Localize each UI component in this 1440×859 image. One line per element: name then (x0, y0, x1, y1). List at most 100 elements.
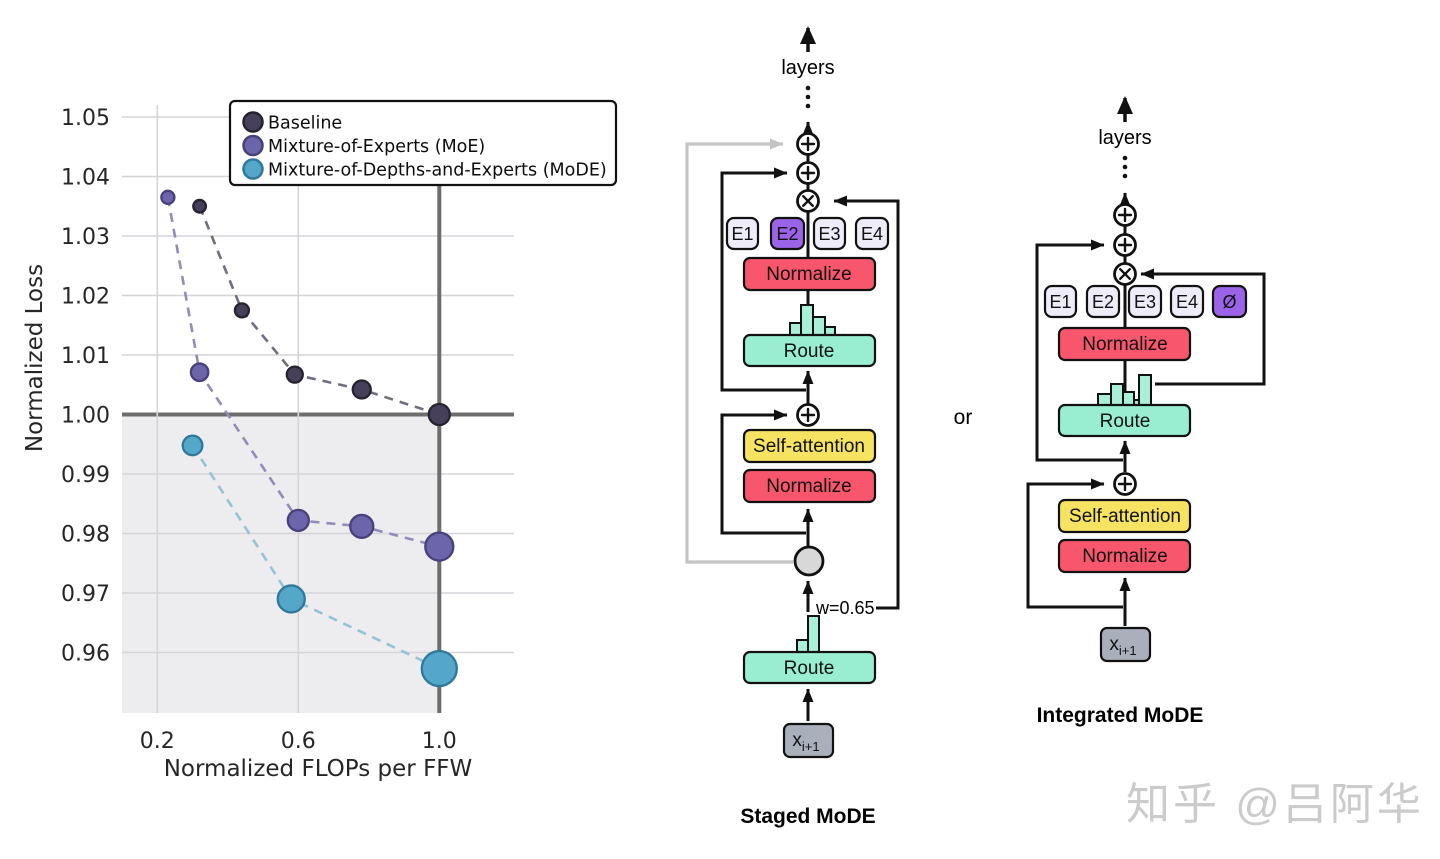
expert-box-e2 (769, 216, 806, 251)
route-label: Route (784, 658, 835, 679)
data-point (181, 434, 204, 457)
x-tick-label: 1.0 (422, 729, 457, 754)
legend-marker (242, 111, 264, 133)
data-point (233, 302, 251, 319)
expert-label: E4 (861, 224, 883, 244)
staged-caption: Staged MoDE (740, 805, 875, 828)
data-point (427, 402, 451, 427)
staged-mode-diagram: layers E1 E2 E3 E4 Normalize (685, 26, 900, 828)
y-tick-label: 0.97 (61, 582, 110, 607)
y-tick-label: 1.00 (61, 404, 110, 429)
expert-label: E2 (776, 224, 798, 244)
input-token-box (1099, 626, 1152, 663)
data-point (420, 649, 458, 688)
x-tick-label: 0.2 (140, 729, 175, 754)
self-attention-label: Self-attention (753, 436, 865, 457)
route-histogram-bar (1138, 374, 1152, 407)
data-point (349, 513, 375, 540)
add-node-top (796, 132, 820, 156)
input-token-label: xi+1 (792, 730, 819, 754)
normalize-box-bottom (1057, 538, 1192, 574)
expert-label: E1 (1049, 292, 1071, 312)
ellipsis-dot (1122, 155, 1128, 161)
add-node-residual (796, 161, 820, 185)
expert-box-e3 (1127, 284, 1163, 319)
self-attention-label: Self-attention (1069, 506, 1181, 527)
multiply-node (1113, 262, 1137, 286)
x-axis-title: Normalized FLOPs per FFW (164, 756, 473, 782)
legend-marker (242, 158, 264, 180)
legend-label: Baseline (268, 114, 342, 134)
expert-box-e3 (812, 216, 847, 251)
route-box-top (742, 333, 877, 368)
token-bypass-line (685, 138, 793, 564)
normalize-box-top (1057, 326, 1192, 362)
expert-label: E2 (1092, 292, 1114, 312)
expert-box-e4 (854, 216, 890, 251)
expert-label: E3 (818, 224, 840, 244)
route-weight-label: w=0.65 (815, 598, 875, 618)
depth-histogram-bar (796, 639, 809, 653)
integrated-mode-diagram: layers E1 E2 E3 E4 Ø Normalize (1026, 96, 1266, 727)
shaded-region (122, 414, 440, 713)
legend-marker (242, 134, 264, 157)
route-label: Route (784, 341, 835, 362)
self-attention-box (742, 428, 877, 464)
noop-expert-box (1211, 284, 1248, 319)
y-tick-label: 1.01 (61, 344, 110, 369)
route-label: Route (1100, 411, 1151, 432)
route-histogram-bar (1110, 383, 1124, 407)
data-point (189, 362, 210, 383)
residual-skip-upper (720, 167, 806, 392)
ellipsis-dot (805, 94, 811, 100)
route-histogram-bar (800, 304, 814, 337)
watermark: 知乎 @吕阿华 (1126, 780, 1424, 829)
input-token-label: xi+1 (1109, 634, 1136, 658)
data-point (160, 189, 176, 205)
route-weight-line (833, 195, 900, 610)
normalize-box-bottom (742, 468, 877, 504)
add-node-top (1113, 203, 1137, 227)
expert-label: E1 (731, 224, 753, 244)
normalize-label: Normalize (766, 264, 852, 285)
add-node-residual (1113, 233, 1137, 257)
layers-label: layers (781, 57, 834, 79)
normalize-label: Normalize (1082, 546, 1168, 567)
expert-label: E4 (1176, 292, 1198, 312)
data-point (192, 198, 208, 214)
y-tick-label: 0.96 (61, 642, 110, 667)
legend-label: Mixture-of-Depths-and-Experts (MoDE) (268, 161, 607, 181)
layers-label: layers (1098, 127, 1151, 149)
data-point (286, 508, 310, 533)
data-point (351, 379, 372, 400)
self-attention-box (1057, 498, 1192, 534)
y-axis-title: Normalized Loss (22, 264, 48, 452)
or-label: or (954, 406, 973, 429)
y-tick-label: 0.99 (61, 463, 110, 488)
loss-vs-flops-chart: 1.051.041.031.021.011.000.990.980.970.96… (61, 99, 618, 754)
legend-label: Mixture-of-Experts (MoE) (268, 137, 485, 157)
x-tick-label: 0.6 (281, 729, 316, 754)
normalize-label: Normalize (766, 476, 852, 497)
add-node-attention (1113, 472, 1137, 496)
residual-skip-upper (1035, 239, 1123, 462)
normalize-box-top (742, 256, 877, 292)
noop-expert-label: Ø (1222, 292, 1236, 312)
residual-skip-lower (1026, 478, 1123, 609)
normalize-label: Normalize (1082, 334, 1168, 355)
legend-box (228, 99, 618, 187)
input-token-box (782, 722, 835, 759)
ellipsis-dot (1122, 164, 1128, 170)
residual-skip-lower (720, 409, 806, 535)
multiply-node (796, 189, 820, 213)
expert-box-e1 (725, 216, 760, 251)
expert-box-e4 (1169, 284, 1205, 319)
depth-histogram-bar (807, 615, 820, 653)
y-tick-label: 1.05 (61, 106, 110, 131)
ellipsis-dot (805, 85, 811, 91)
route-weight-line (1140, 268, 1266, 386)
route-box-bottom (742, 650, 877, 685)
selected-token-circle (793, 545, 825, 577)
